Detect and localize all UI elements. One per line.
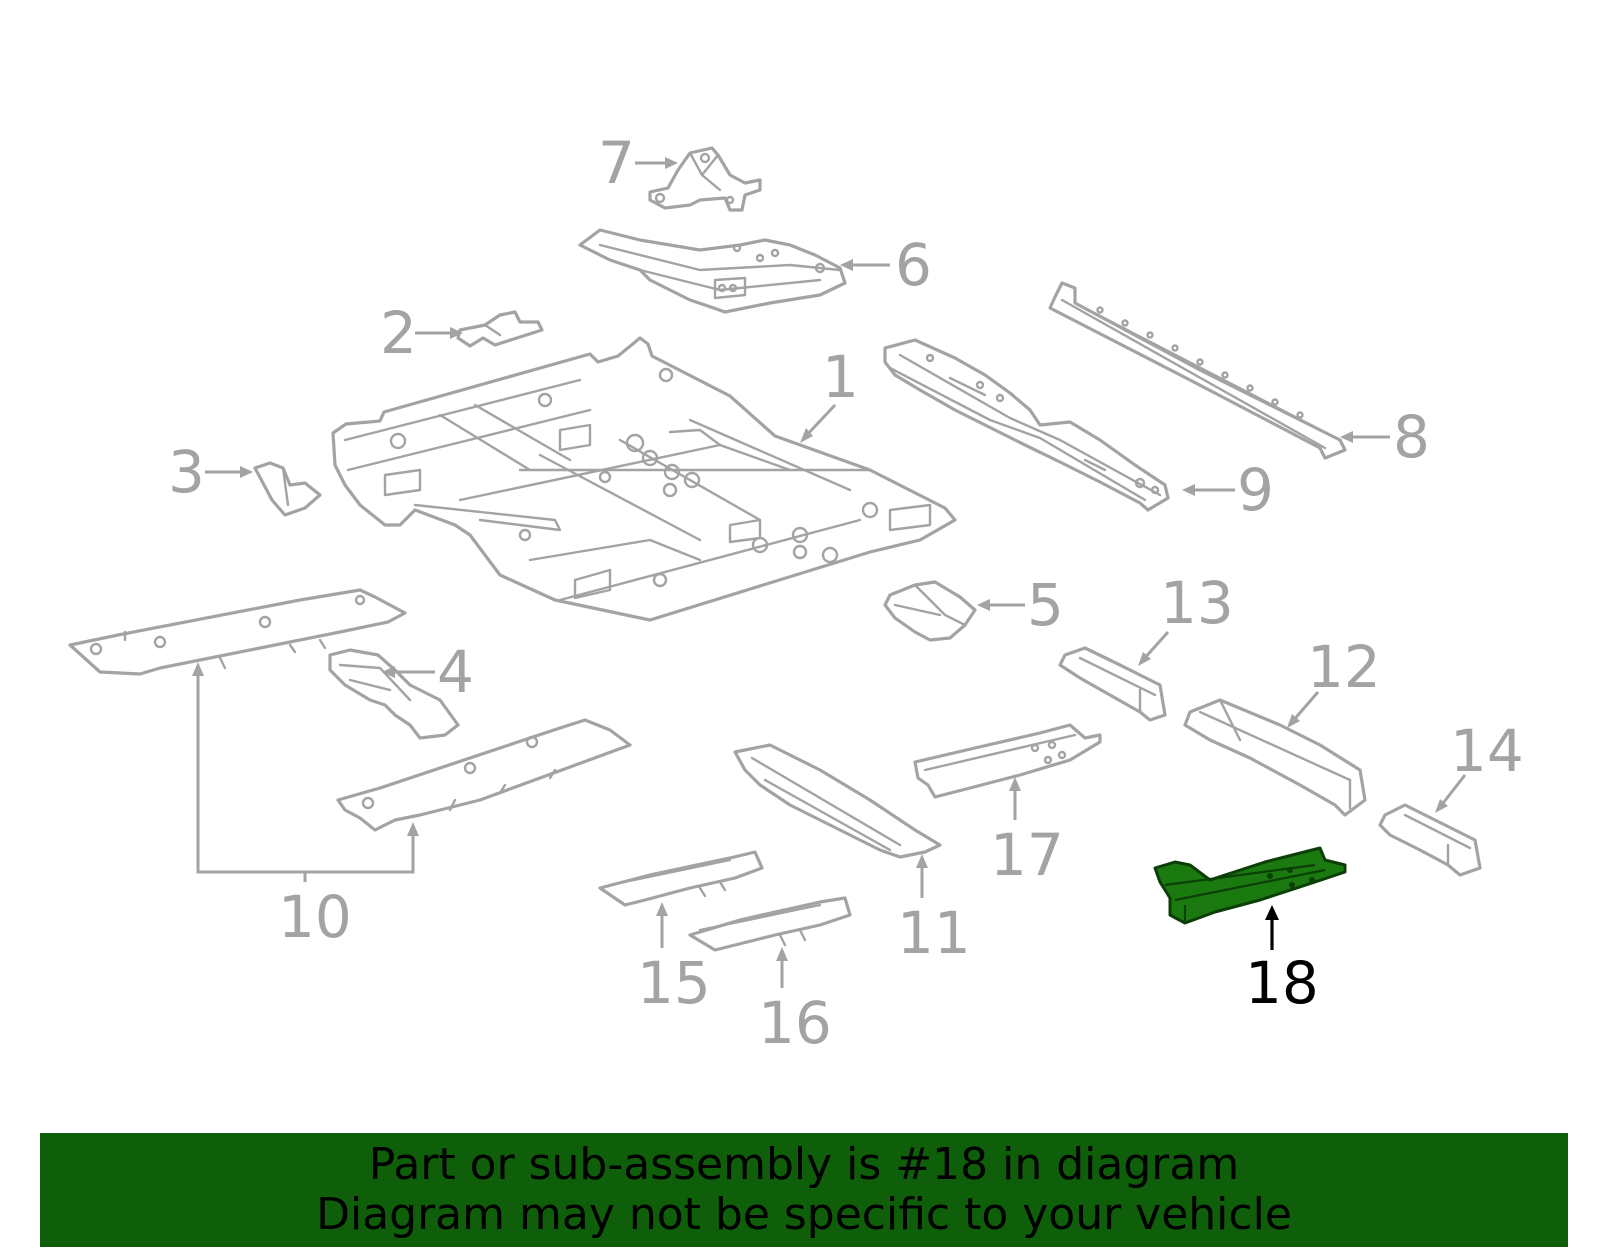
part-15-member[interactable]	[598, 850, 764, 907]
callout-5: 5	[1027, 571, 1064, 639]
callout-13: 13	[1160, 569, 1234, 637]
callout-11: 11	[897, 899, 971, 967]
part-5-bracket[interactable]	[883, 580, 977, 642]
part-12-member[interactable]	[1183, 698, 1367, 817]
part-3-bracket[interactable]	[253, 461, 322, 517]
part-16-member[interactable]	[688, 896, 852, 952]
banner-line-part: Part or sub-assembly is #18 in diagram	[368, 1139, 1240, 1190]
part-6-crossmember[interactable]	[578, 228, 847, 314]
callout-3: 3	[168, 438, 205, 506]
callout-18-highlighted: 18	[1245, 949, 1319, 1017]
callout-labels: 1 2 3 4 5 6 7 8 9 10 11 12 13 14 15 16 1…	[168, 129, 1524, 1057]
callout-7: 7	[598, 129, 635, 197]
callout-1: 1	[822, 343, 859, 411]
callout-16: 16	[758, 989, 832, 1057]
part-9-rail[interactable]	[883, 338, 1170, 512]
callout-12: 12	[1307, 633, 1381, 701]
callout-17: 17	[990, 821, 1064, 889]
callout-15: 15	[637, 949, 711, 1017]
part-11-member[interactable]	[733, 743, 942, 859]
part-1-floor-pan[interactable]	[331, 336, 957, 622]
part-17-member[interactable]	[913, 723, 1102, 799]
part-2-bracket[interactable]	[456, 310, 544, 348]
banner-line-disclaimer: Diagram may not be specific to your vehi…	[316, 1189, 1292, 1240]
leader-lines	[192, 157, 1467, 988]
part-14-member[interactable]	[1378, 803, 1482, 877]
part-10-panel-upper[interactable]	[68, 588, 407, 676]
callout-8: 8	[1393, 403, 1430, 471]
callout-2: 2	[380, 299, 417, 367]
part-10-panel-lower[interactable]	[336, 718, 632, 832]
part-13-member[interactable]	[1058, 646, 1167, 722]
part-18-highlighted[interactable]	[1153, 846, 1347, 925]
part-4-reinforcement[interactable]	[328, 648, 460, 740]
callout-14: 14	[1450, 717, 1524, 785]
part-7-bracket[interactable]	[648, 146, 762, 212]
callout-9: 9	[1237, 456, 1274, 524]
part-8-rail[interactable]	[1048, 281, 1347, 460]
callout-10: 10	[278, 883, 352, 951]
callout-4: 4	[437, 638, 474, 706]
info-banner: Part or sub-assembly is #18 in diagram D…	[40, 1133, 1568, 1247]
callout-6: 6	[895, 231, 932, 299]
